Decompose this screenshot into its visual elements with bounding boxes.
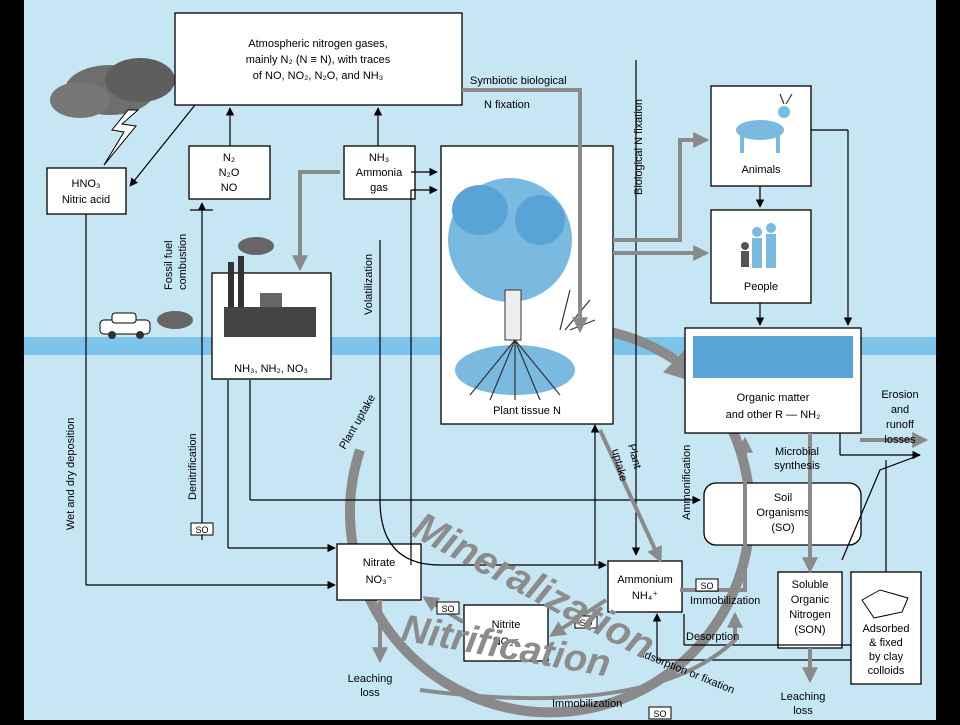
label-fossil-1: Fossil fuel bbox=[163, 240, 175, 290]
soil-org-line2: Organisms bbox=[756, 507, 810, 519]
n2-text: N₂ bbox=[223, 152, 235, 164]
label-erosion-1: Erosion bbox=[881, 389, 918, 401]
label-erosion-3: runoff bbox=[886, 419, 915, 431]
label-symbiotic-2: N fixation bbox=[484, 99, 530, 111]
ammonium-box bbox=[607, 560, 683, 613]
nh3-name: Ammonia bbox=[356, 167, 403, 179]
clay-line2: & fixed bbox=[869, 637, 903, 649]
people-icon bbox=[741, 223, 776, 268]
label-leaching-2a: Leaching bbox=[781, 691, 826, 703]
n2o-text: N₂O bbox=[219, 167, 240, 179]
people-label: People bbox=[744, 281, 778, 293]
son-box bbox=[777, 571, 843, 649]
atmo-line1: Atmospheric nitrogen gases, bbox=[248, 38, 387, 50]
so-tag-4: SO bbox=[579, 618, 592, 628]
atmospheric-nitrogen-box bbox=[174, 12, 463, 106]
label-fossil-2: combustion bbox=[177, 234, 189, 290]
fertilizers-formula: NH₃, NH₂, NO₃ bbox=[234, 363, 308, 375]
label-denitrification: Denitrification bbox=[187, 433, 199, 500]
clay-particle-icon bbox=[861, 589, 909, 619]
nitrate-formula: NO₃⁻ bbox=[366, 574, 393, 586]
ammonium-name: Ammonium bbox=[617, 574, 673, 586]
soil-org-line1: Soil bbox=[774, 492, 792, 504]
son-line2: Organic bbox=[791, 594, 830, 606]
ammonia-gas-box bbox=[343, 145, 416, 200]
hno3-formula: HNO₃ bbox=[72, 178, 101, 190]
label-symbiotic-1: Symbiotic biological bbox=[470, 75, 567, 87]
nitrite-name: Nitrite bbox=[492, 619, 521, 631]
ammonium-formula: NH₄⁺ bbox=[632, 590, 658, 602]
clay-line1: Adsorbed bbox=[862, 623, 909, 635]
label-microbial-1: Microbial bbox=[775, 446, 819, 458]
nh3-formula: NH₃ bbox=[369, 152, 389, 164]
son-line3: Nitrogen bbox=[789, 609, 831, 621]
plant-tissue-label: Plant tissue N bbox=[493, 405, 561, 417]
label-desorption: Desorption bbox=[686, 631, 739, 643]
label-leaching-1b: loss bbox=[360, 687, 380, 699]
nitrogen-oxides-box bbox=[188, 145, 271, 200]
hno3-name: Nitric acid bbox=[62, 194, 110, 206]
nitrite-box bbox=[463, 604, 549, 662]
clay-line3: by clay bbox=[869, 651, 904, 663]
so-tag-2: SO bbox=[700, 581, 713, 591]
label-leaching-2b: loss bbox=[793, 705, 813, 717]
nitrate-box bbox=[336, 543, 422, 601]
label-leaching-1a: Leaching bbox=[348, 673, 393, 685]
organic-line2: and other R — NH₂ bbox=[726, 409, 821, 421]
nitric-acid-box bbox=[46, 167, 127, 215]
so-tag-1: SO bbox=[195, 525, 208, 535]
tree-icon bbox=[448, 178, 596, 401]
soil-org-line3: (SO) bbox=[771, 522, 794, 534]
son-line4: (SON) bbox=[794, 624, 825, 636]
storm-cloud-icon bbox=[50, 58, 175, 166]
son-line1: Soluble bbox=[792, 579, 829, 591]
no-text: NO bbox=[221, 182, 238, 194]
organic-line1: Organic matter bbox=[737, 392, 810, 404]
label-wet-dry-deposition: Wet and dry deposition bbox=[65, 418, 77, 530]
label-erosion-2: and bbox=[891, 404, 909, 416]
clay-colloids-box bbox=[850, 571, 922, 685]
label-immobilization-2: Immobilization bbox=[552, 698, 622, 710]
label-erosion-4: losses bbox=[884, 434, 916, 446]
so-tag-5: SO bbox=[653, 709, 666, 719]
label-biological-fixation: Biological N fixation bbox=[633, 99, 645, 195]
so-tags: SO SO SO SO SO bbox=[190, 522, 719, 720]
label-volatilization: Volatilization bbox=[363, 254, 375, 315]
atmo-line2: mainly N₂ (N ≡ N), with traces bbox=[246, 54, 391, 66]
so-tag-3: SO bbox=[441, 604, 454, 614]
car-icon bbox=[99, 311, 193, 339]
animals-label: Animals bbox=[741, 164, 781, 176]
nitrate-name: Nitrate bbox=[363, 557, 395, 569]
label-microbial-2: synthesis bbox=[774, 460, 820, 472]
soil-texture-icon bbox=[693, 336, 853, 378]
nitrite-formula: NO₂⁻ bbox=[493, 636, 520, 648]
factory-icon bbox=[224, 237, 316, 337]
nh3-gas: gas bbox=[370, 182, 388, 194]
atmo-line3: of NO, NO₂, N₂O, and NH₃ bbox=[253, 70, 383, 82]
label-ammonification: Ammonification bbox=[681, 445, 693, 520]
fertilizers-title: Fertilizers bbox=[245, 342, 297, 354]
label-immobilization-1: Immobilization bbox=[690, 595, 760, 607]
deer-icon bbox=[736, 93, 793, 153]
clay-line4: colloids bbox=[868, 665, 905, 677]
